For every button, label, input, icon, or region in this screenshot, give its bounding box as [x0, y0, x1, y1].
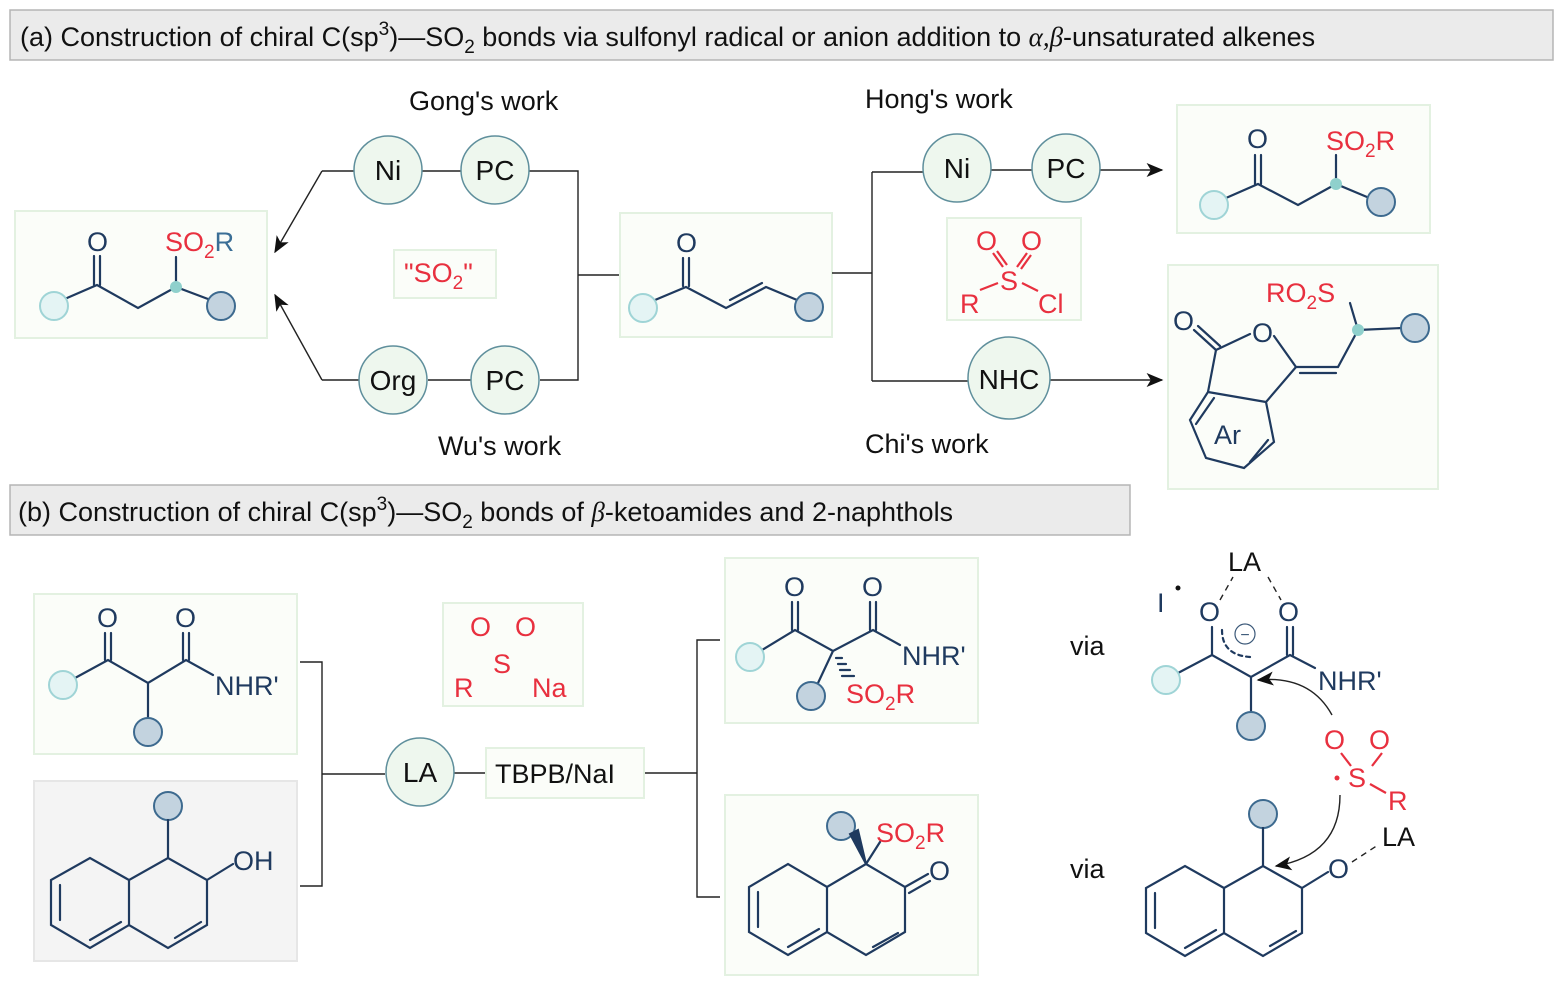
via-label-2: via — [1070, 854, 1105, 884]
svg-text:NHR': NHR' — [215, 671, 279, 701]
section-b-header: (b) Construction of chiral C(sp3)—SO2 bo… — [9, 484, 1131, 536]
svg-text:LA: LA — [1228, 547, 1261, 577]
svg-text:Na: Na — [532, 673, 567, 703]
svg-text:O: O — [97, 603, 118, 633]
org-catalyst: Org — [358, 345, 428, 415]
svg-text:"SO2": "SO2" — [404, 258, 473, 294]
product-ketoamide: O O NHR' SO2R — [724, 557, 979, 724]
svg-text:O: O — [676, 228, 697, 258]
svg-text:I: I — [1157, 588, 1165, 618]
svg-text:O: O — [1173, 306, 1194, 336]
svg-text:NHR': NHR' — [1318, 666, 1382, 696]
wu-work-label: Wu's work — [438, 431, 562, 461]
svg-text:O: O — [1324, 725, 1345, 755]
svg-text:LA: LA — [403, 757, 438, 788]
svg-text:R: R — [1388, 786, 1408, 816]
svg-text:SO2R: SO2R — [1326, 126, 1395, 162]
svg-text:Cl: Cl — [1038, 289, 1064, 319]
svg-text:TBPB/NaI: TBPB/NaI — [495, 759, 615, 789]
pc-catalyst-hong: PC — [1031, 133, 1101, 203]
svg-text:R: R — [960, 289, 980, 319]
la-catalyst: LA — [385, 737, 455, 807]
svg-text:S: S — [1348, 763, 1366, 793]
svg-text:O: O — [862, 572, 883, 602]
svg-text:(a) Construction of chiral C(s: (a) Construction of chiral C(sp3)—SO2 bo… — [20, 19, 1315, 58]
svg-text:NHC: NHC — [979, 364, 1040, 395]
svg-text:PC: PC — [486, 365, 525, 396]
svg-text:(b) Construction of chiral C(s: (b) Construction of chiral C(sp3)—SO2 bo… — [18, 494, 953, 533]
nhc-catalyst: NHC — [967, 336, 1051, 420]
svg-text:O: O — [87, 227, 108, 257]
svg-text:O: O — [1199, 597, 1220, 627]
svg-text:O: O — [1278, 597, 1299, 627]
product-naphthalenone: SO2R O — [724, 794, 979, 976]
ni-catalyst-hong: Ni — [922, 133, 992, 203]
section-a-header: (a) Construction of chiral C(sp3)—SO2 bo… — [9, 9, 1554, 61]
intermediate-enolate: I LA O O − NHR' — [1151, 547, 1382, 741]
so2-surrogate: "SO2" — [393, 249, 497, 299]
svg-text:OH: OH — [233, 846, 274, 876]
sulfonyl-chloride: O O S R Cl — [946, 217, 1082, 321]
svg-text:O: O — [1252, 318, 1273, 348]
hong-work-label: Hong's work — [865, 84, 1013, 114]
via-label-1: via — [1070, 631, 1105, 661]
gong-work-label: Gong's work — [409, 86, 559, 116]
sulfonyl-radical: O O S R — [1274, 725, 1408, 871]
svg-text:O: O — [470, 612, 491, 642]
svg-text:O: O — [1247, 124, 1268, 154]
intermediate-naphthoxide: O LA — [1144, 799, 1415, 958]
svg-text:SO2R: SO2R — [846, 679, 915, 715]
sodium-sulfinate: O O S R Na — [442, 602, 584, 707]
enone-substrate: O — [619, 212, 833, 338]
svg-text:Ar: Ar — [1214, 420, 1241, 450]
pc-catalyst: PC — [460, 135, 530, 205]
svg-text:O: O — [515, 612, 536, 642]
svg-text:PC: PC — [1047, 153, 1086, 184]
svg-text:−: − — [1240, 627, 1249, 644]
pc-catalyst-2: PC — [470, 345, 540, 415]
svg-text:O: O — [1021, 226, 1042, 256]
tbpb-nai-reagent: TBPB/NaI — [485, 747, 645, 799]
svg-text:O: O — [1328, 854, 1349, 884]
svg-text:O: O — [1369, 725, 1390, 755]
svg-text:SO2R: SO2R — [876, 818, 945, 854]
svg-text:PC: PC — [476, 155, 515, 186]
svg-text:O: O — [175, 603, 196, 633]
svg-text:O: O — [784, 572, 805, 602]
product-hong: O SO2R — [1176, 104, 1431, 234]
svg-text:LA: LA — [1382, 822, 1415, 852]
svg-text:SO2R: SO2R — [165, 227, 234, 263]
svg-text:S: S — [1000, 266, 1018, 296]
product-beta-sulfonyl-ketone: O SO2R — [14, 210, 268, 339]
svg-text:NHR': NHR' — [902, 641, 966, 671]
svg-text:S: S — [493, 649, 511, 679]
svg-text:Ni: Ni — [944, 153, 970, 184]
svg-text:RO2S: RO2S — [1266, 278, 1335, 314]
ketoamide-substrate: O O NHR' — [33, 593, 298, 755]
svg-text:O: O — [929, 856, 950, 886]
svg-text:R: R — [454, 673, 474, 703]
naphthol-substrate: OH — [33, 780, 298, 962]
svg-text:Org: Org — [370, 365, 417, 396]
chi-work-label: Chi's work — [865, 429, 989, 459]
svg-text:Ni: Ni — [375, 155, 401, 186]
ni-catalyst: Ni — [353, 135, 423, 205]
product-chi: RO2S O O Ar — [1167, 264, 1439, 490]
svg-text:O: O — [976, 226, 997, 256]
